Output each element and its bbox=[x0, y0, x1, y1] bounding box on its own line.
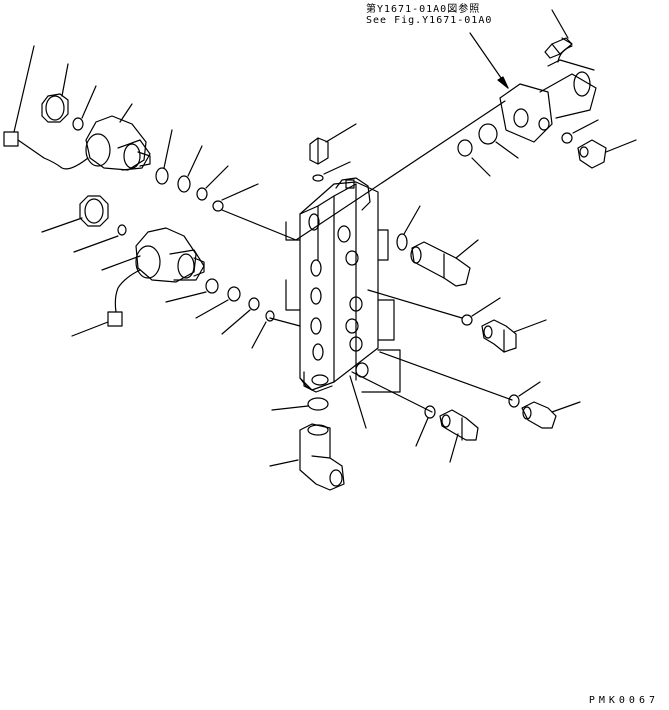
lower-left-solenoid bbox=[136, 228, 204, 282]
leader-line bbox=[14, 46, 34, 132]
leader-line bbox=[222, 184, 258, 200]
o-ring bbox=[308, 398, 328, 410]
leader-line bbox=[519, 382, 540, 396]
o-ring bbox=[425, 406, 435, 418]
leader-line bbox=[496, 142, 518, 158]
o-ring bbox=[197, 188, 207, 200]
top-plug bbox=[310, 138, 328, 164]
leader-line bbox=[74, 236, 118, 252]
o-ring bbox=[462, 315, 472, 325]
leader-line bbox=[552, 402, 580, 412]
valve-body bbox=[286, 178, 400, 392]
reference-note-japanese: 第Y1671-01A0図参照 bbox=[366, 4, 481, 15]
o-ring bbox=[458, 140, 472, 156]
leader-line bbox=[196, 300, 228, 318]
reference-arrow bbox=[470, 33, 508, 88]
leader-line bbox=[552, 10, 568, 38]
leader-line bbox=[416, 418, 428, 446]
top-right-fitting bbox=[545, 38, 572, 58]
o-ring bbox=[397, 234, 407, 250]
top-right-solenoid-assembly bbox=[500, 46, 596, 142]
o-ring bbox=[213, 201, 223, 211]
upper-left-solenoid bbox=[86, 116, 150, 170]
o-ring bbox=[266, 311, 274, 321]
upper-left-nut bbox=[42, 94, 68, 122]
leader-line bbox=[350, 376, 366, 428]
o-ring bbox=[562, 133, 572, 143]
leader-line bbox=[188, 146, 202, 176]
leader-line bbox=[252, 322, 266, 348]
leader-line bbox=[62, 64, 68, 96]
leader-line bbox=[324, 162, 350, 174]
leader-line bbox=[456, 240, 478, 258]
leader-line bbox=[120, 104, 132, 122]
leader-line bbox=[164, 130, 172, 168]
connection-line bbox=[368, 290, 462, 318]
o-ring bbox=[313, 175, 323, 181]
leader-line bbox=[472, 158, 490, 176]
connection-line bbox=[270, 318, 300, 326]
o-ring bbox=[509, 395, 519, 407]
o-ring bbox=[479, 124, 497, 144]
upper-left-wire-harness bbox=[4, 132, 88, 169]
leader-line bbox=[326, 124, 356, 142]
leader-line bbox=[514, 320, 546, 332]
bottom-elbow-fitting bbox=[300, 424, 344, 490]
connection-line bbox=[222, 210, 296, 240]
o-ring bbox=[178, 176, 190, 192]
elbow-fitting-1 bbox=[482, 320, 516, 352]
straight-fitting-3 bbox=[440, 410, 478, 440]
o-ring bbox=[156, 168, 168, 184]
leader-line bbox=[222, 310, 250, 334]
elbow-fitting-upper-right bbox=[578, 140, 606, 168]
leader-line bbox=[42, 218, 82, 232]
lower-left-nut bbox=[80, 196, 108, 226]
leader-line bbox=[472, 298, 500, 316]
drawing-code: PMK0067 bbox=[588, 695, 659, 706]
reference-note-english: See Fig.Y1671-01A0 bbox=[366, 15, 493, 26]
leader-line bbox=[573, 120, 598, 133]
leader-line bbox=[450, 434, 458, 462]
leader-line bbox=[82, 86, 96, 118]
o-ring bbox=[228, 287, 240, 301]
leader-line bbox=[206, 166, 228, 188]
leader-line bbox=[270, 460, 298, 466]
o-ring bbox=[249, 298, 259, 310]
straight-fitting-2 bbox=[522, 402, 556, 428]
leader-line bbox=[272, 406, 308, 410]
leader-line bbox=[404, 206, 420, 234]
o-ring bbox=[73, 118, 83, 130]
lower-left-wire-harness bbox=[108, 270, 140, 326]
o-ring bbox=[118, 225, 126, 235]
connection-line bbox=[380, 352, 512, 400]
straight-fitting-1 bbox=[411, 242, 470, 286]
leader-line bbox=[72, 322, 108, 336]
leader-line bbox=[166, 292, 206, 302]
o-ring bbox=[206, 279, 218, 293]
leader-line bbox=[102, 256, 140, 270]
connection-line bbox=[296, 101, 505, 240]
leader-line bbox=[606, 140, 636, 152]
